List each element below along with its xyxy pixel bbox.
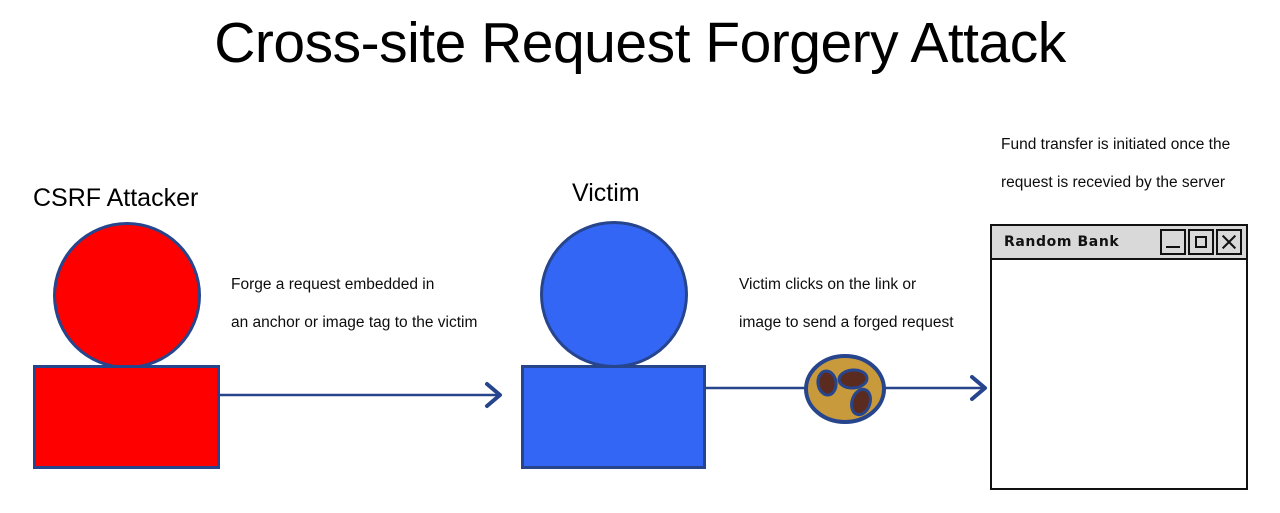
attacker-label: CSRF Attacker bbox=[33, 184, 199, 212]
window-content-area[interactable] bbox=[992, 260, 1246, 488]
annotation-click-line1: Victim clicks on the link or bbox=[739, 276, 917, 293]
cookie-icon bbox=[804, 354, 886, 424]
victim-label: Victim bbox=[572, 179, 640, 207]
arrow-cookie-to-bank bbox=[880, 375, 987, 401]
maximize-icon[interactable] bbox=[1188, 229, 1214, 255]
annotation-forge-request: Forge a request embedded in an anchor or… bbox=[231, 266, 477, 342]
window-titlebar[interactable]: Random Bank bbox=[992, 226, 1246, 260]
annotation-transfer-line1: Fund transfer is initiated once the bbox=[1001, 136, 1231, 153]
window-controls bbox=[1160, 229, 1242, 255]
annotation-victim-clicks: Victim clicks on the link or image to se… bbox=[739, 266, 954, 342]
attacker-body-shape bbox=[33, 365, 220, 469]
close-icon[interactable] bbox=[1216, 229, 1242, 255]
window-title: Random Bank bbox=[1004, 234, 1120, 250]
annotation-transfer-line2: request is recevied by the server bbox=[1001, 174, 1225, 191]
attacker-head-shape bbox=[53, 222, 201, 369]
minimize-icon[interactable] bbox=[1160, 229, 1186, 255]
annotation-click-line2: image to send a forged request bbox=[739, 314, 954, 331]
annotation-forge-line2: an anchor or image tag to the victim bbox=[231, 314, 478, 331]
victim-head-shape bbox=[540, 221, 688, 368]
arrow-attacker-to-victim bbox=[219, 382, 502, 408]
victim-body-shape bbox=[521, 365, 706, 469]
bank-browser-window[interactable]: Random Bank bbox=[990, 224, 1248, 490]
annotation-fund-transfer: Fund transfer is initiated once the requ… bbox=[1001, 126, 1230, 202]
annotation-forge-line1: Forge a request embedded in bbox=[231, 276, 435, 293]
page-title: Cross-site Request Forgery Attack bbox=[214, 11, 1066, 75]
